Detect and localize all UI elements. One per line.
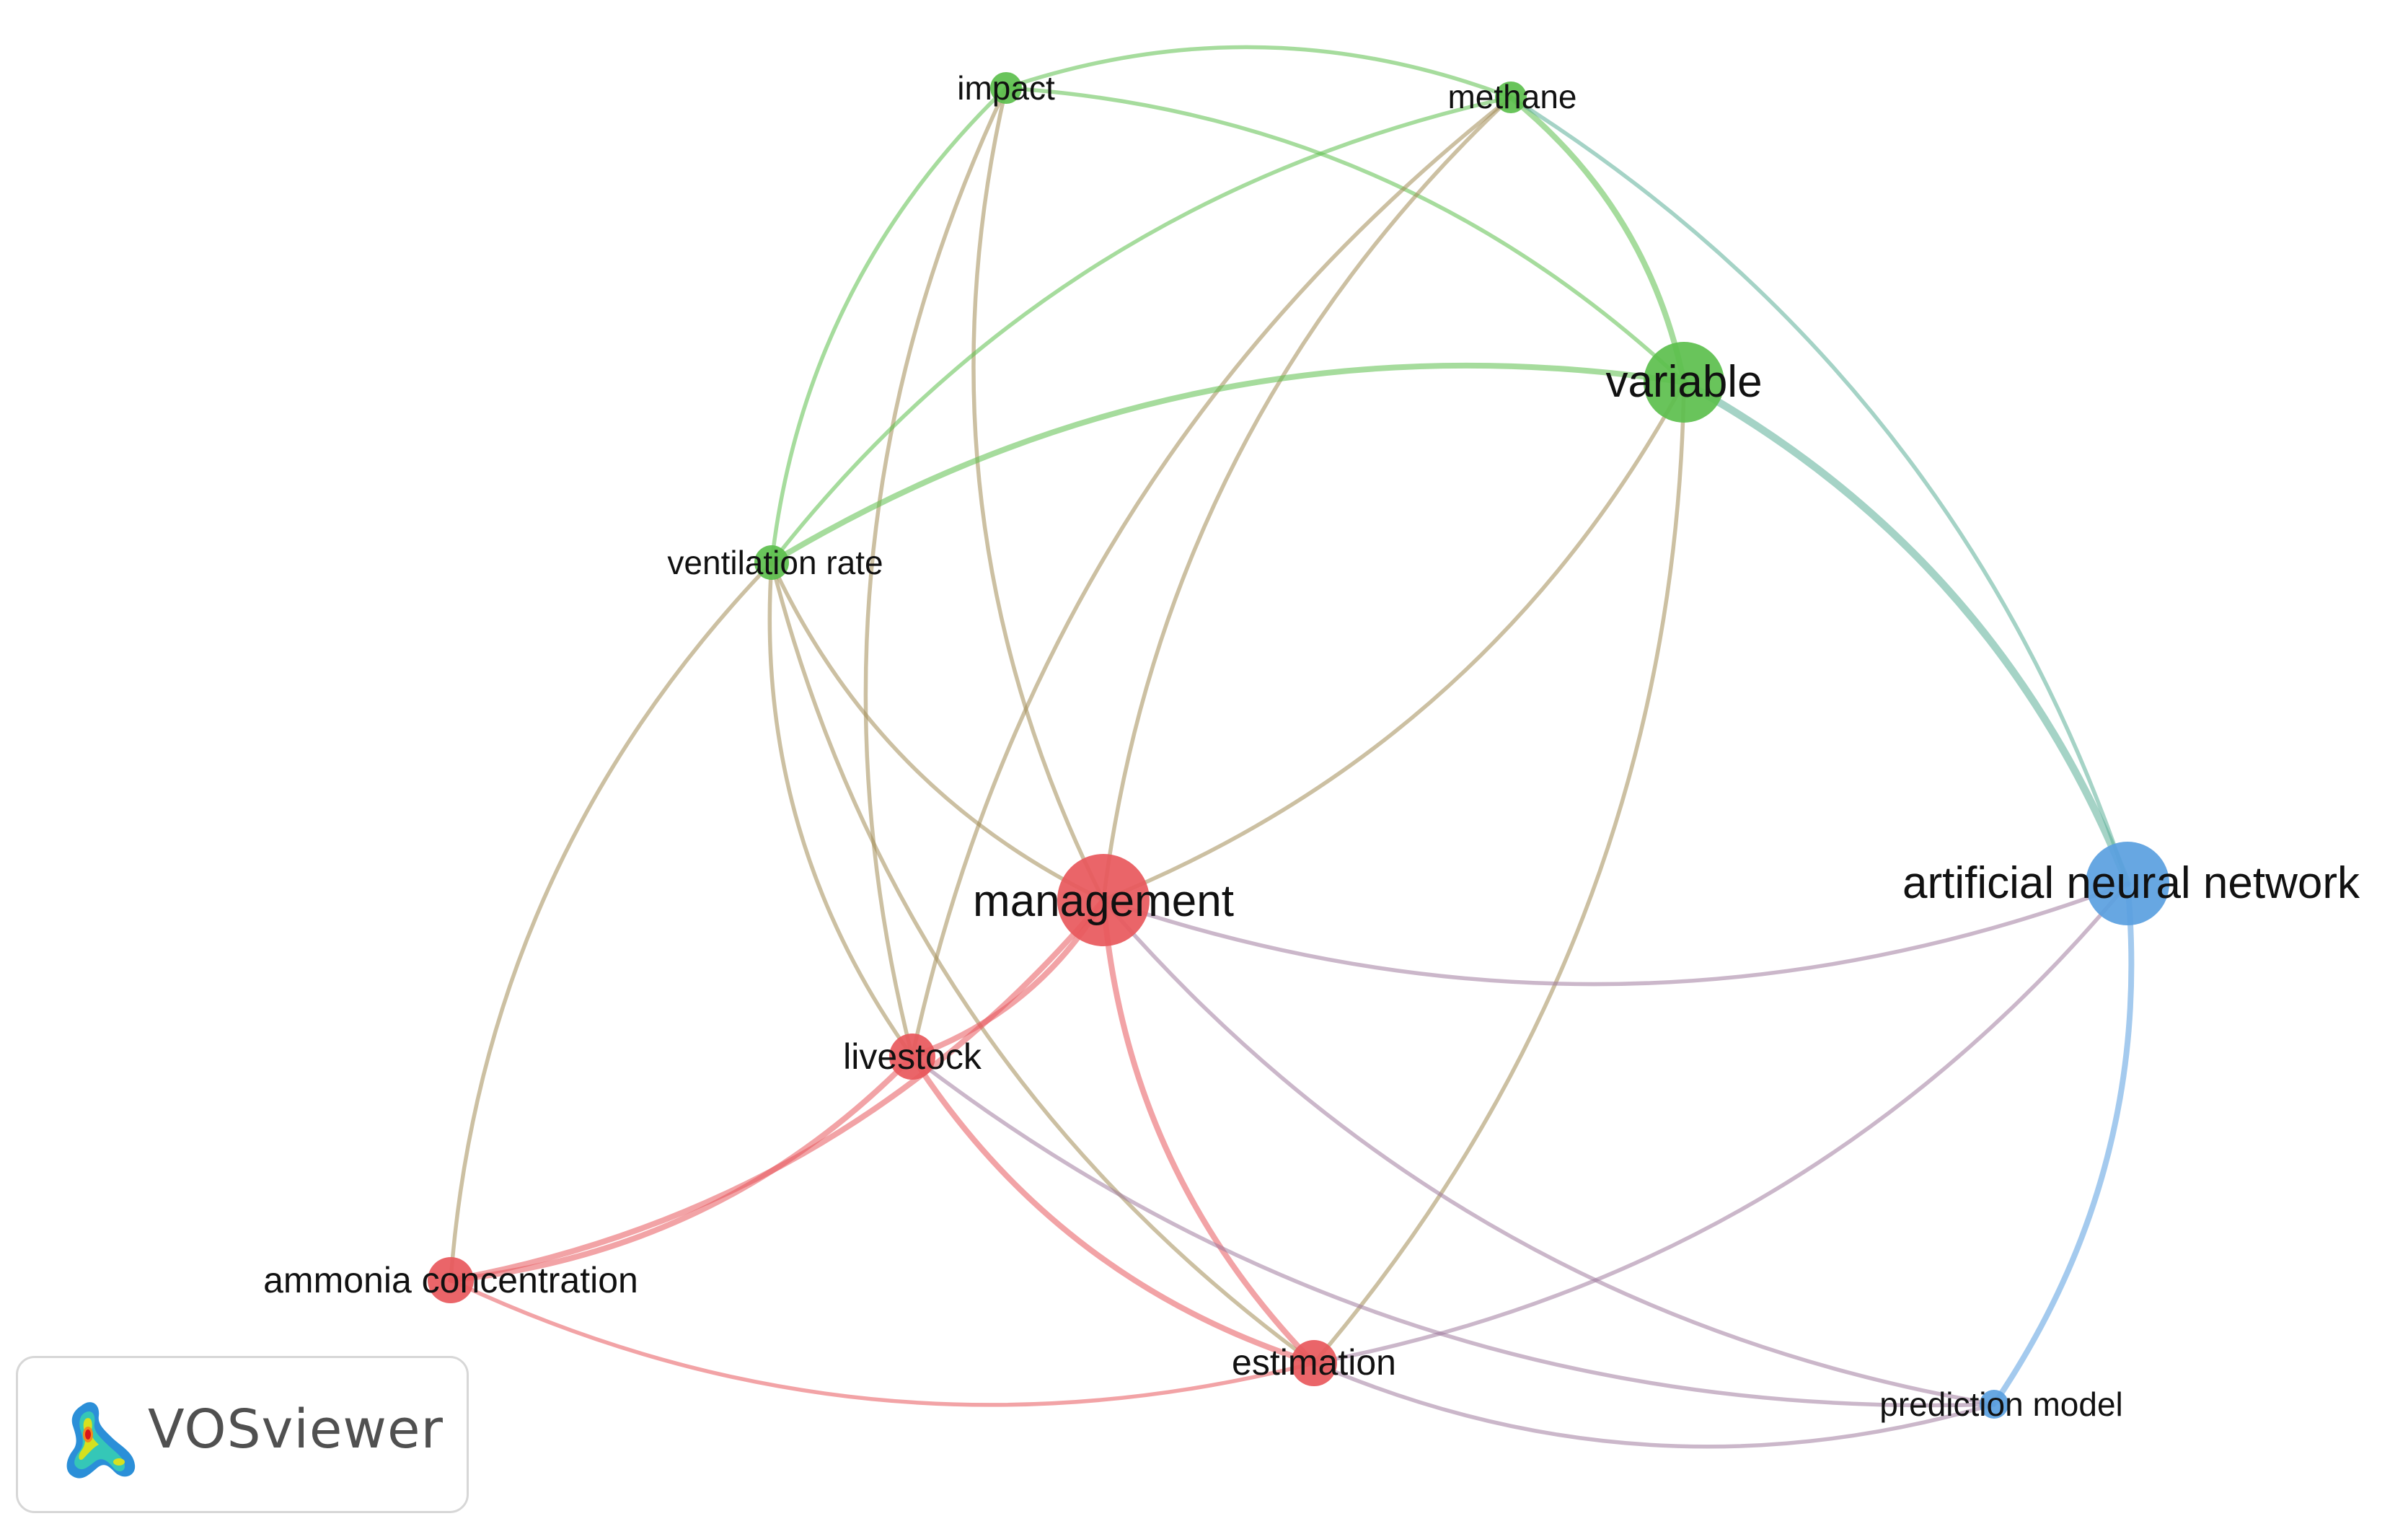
node-label-estimation: estimation <box>1232 1342 1396 1383</box>
node-label-management: management <box>973 876 1234 926</box>
node-management[interactable] <box>1057 854 1150 946</box>
edge-ventilation-management <box>769 560 1106 902</box>
edge-management-ann <box>1101 881 2130 987</box>
node-variable[interactable] <box>1644 342 1724 423</box>
edge-estimation-ann <box>1312 881 2130 1365</box>
edge-variable-ventilation <box>769 362 1687 565</box>
vosviewer-label: VOSviewer <box>148 1398 444 1460</box>
node-prediction[interactable] <box>1980 1390 2008 1419</box>
edge-management-prediction <box>1101 898 1996 1406</box>
edge-ventilation-livestock <box>767 560 914 1059</box>
node-label-prediction: prediction model <box>1879 1385 2123 1423</box>
edge-methane-ventilation <box>769 95 1513 565</box>
edge-livestock-prediction <box>910 1054 1996 1408</box>
node-ventilation[interactable] <box>754 545 789 580</box>
edge-impact-methane <box>1004 45 1513 100</box>
node-ann[interactable] <box>2086 842 2169 925</box>
node-label-variable: variable <box>1605 357 1762 407</box>
edge-methane-ann <box>1509 95 2130 886</box>
labels-layer: management variable artificial neural netw… <box>263 69 2360 1423</box>
node-methane[interactable] <box>1495 81 1527 113</box>
edge-variable-estimation <box>1312 380 1686 1365</box>
edges-layer <box>448 45 2135 1449</box>
edge-impact-ventilation <box>769 86 1008 565</box>
edge-methane-variable <box>1508 94 1687 385</box>
edge-ann-prediction <box>1991 881 2135 1407</box>
edge-livestock-ammonia <box>448 1054 915 1283</box>
node-label-ammonia: ammonia concentration <box>263 1260 638 1300</box>
edge-ventilation-ammonia <box>449 560 774 1282</box>
vosviewer-badge: VOSviewer <box>16 1356 469 1513</box>
edge-methane-management <box>1101 95 1513 902</box>
edge-impact-livestock <box>863 86 1008 1059</box>
edge-management-estimation <box>1101 897 1317 1366</box>
edge-livestock-estimation <box>909 1054 1317 1366</box>
edge-variable-management <box>1101 380 1686 902</box>
node-estimation[interactable] <box>1291 1340 1337 1386</box>
node-impact[interactable] <box>990 72 1022 104</box>
node-label-impact: impact <box>957 69 1055 107</box>
edge-ventilation-estimation <box>769 560 1316 1365</box>
node-ammonia[interactable] <box>428 1257 474 1303</box>
node-label-livestock: livestock <box>843 1036 982 1077</box>
edge-ammonia-estimation <box>449 1278 1316 1407</box>
node-label-ann: artificial neural network <box>1902 858 2360 908</box>
edge-management-ammonia <box>448 897 1106 1283</box>
node-label-ventilation: ventilation rate <box>667 544 883 581</box>
edge-methane-livestock <box>910 95 1513 1059</box>
edge-estimation-prediction <box>1312 1361 1996 1449</box>
node-livestock[interactable] <box>889 1034 935 1080</box>
node-label-methane: methane <box>1447 78 1576 115</box>
nodes-layer <box>428 72 2169 1419</box>
vosviewer-heatmap-logo-icon <box>66 1402 136 1479</box>
edge-impact-variable <box>1004 86 1686 384</box>
edge-impact-management <box>971 86 1106 902</box>
edge-variable-ann <box>1680 378 2132 888</box>
